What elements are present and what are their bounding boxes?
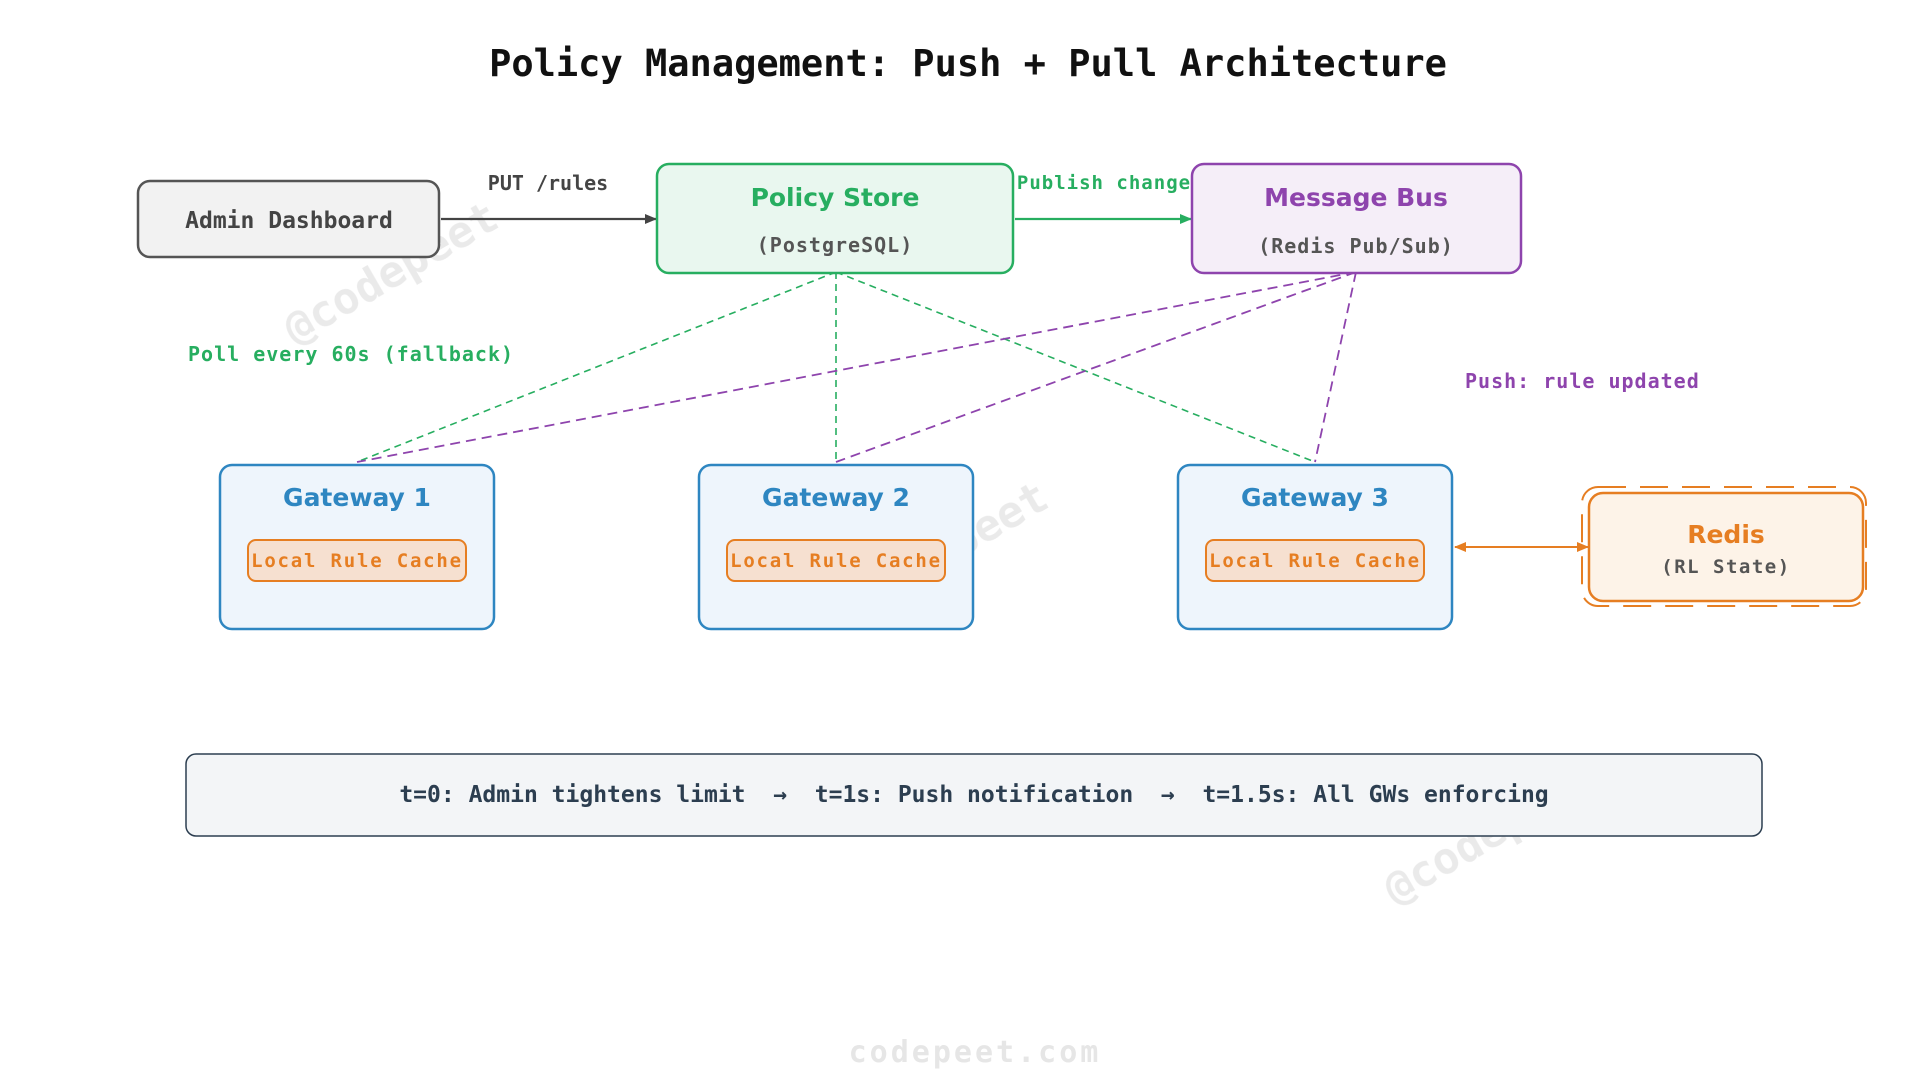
gateway-3-label: Gateway 3 [1241, 483, 1389, 512]
poll-label: Poll every 60s (fallback) [188, 342, 514, 366]
gateway-2-cache-label: Local Rule Cache [730, 550, 942, 572]
gateway-2-cache-box [726, 539, 946, 582]
gateway-1-cache-label: Local Rule Cache [251, 550, 463, 572]
push-line-gateway-2 [835, 271, 1357, 463]
gateway-2-node: Gateway 2 Local Rule Cache [697, 463, 975, 631]
push-lines [356, 271, 1357, 463]
policy-store-sub: (PostgreSQL) [757, 233, 914, 257]
gateway-3-cache-label: Local Rule Cache [1209, 550, 1421, 572]
message-bus-label: Message Bus [1264, 183, 1448, 212]
redis-dashed-outline [1581, 486, 1867, 607]
redis-sub: (RL State) [1661, 556, 1790, 578]
message-bus-node: Message Bus (Redis Pub/Sub) [1190, 162, 1523, 275]
admin-dashboard-label: Admin Dashboard [185, 208, 393, 234]
gateway-3-cache-box [1205, 539, 1425, 582]
footer-brand: codepeet.com [849, 1035, 1102, 1070]
push-line-gateway-3 [1314, 271, 1357, 463]
poll-line-gateway-3 [835, 271, 1316, 463]
publish-change-label: Publish change [1017, 172, 1191, 194]
policy-store-label: Policy Store [751, 183, 920, 212]
redis-label: Redis [1687, 520, 1765, 549]
policy-store-node: Policy Store (PostgreSQL) [655, 162, 1015, 275]
gateway-3-node: Gateway 3 Local Rule Cache [1176, 463, 1454, 631]
gateway-1-node: Gateway 1 Local Rule Cache [218, 463, 496, 631]
gateway-2-label: Gateway 2 [762, 483, 910, 512]
push-label: Push: rule updated [1465, 369, 1700, 393]
message-bus-sub: (Redis Pub/Sub) [1258, 234, 1454, 258]
gateway-1-label: Gateway 1 [283, 483, 431, 512]
gateway-1-cache-box [247, 539, 467, 582]
timeline-text: t=0: Admin tightens limit → t=1s: Push n… [399, 782, 1548, 808]
redis-node: Redis (RL State) [1581, 486, 1867, 607]
poll-lines [356, 271, 1316, 463]
diagram-title: Policy Management: Push + Pull Architect… [489, 42, 1447, 85]
push-line-gateway-1 [356, 271, 1357, 463]
put-rules-label: PUT /rules [488, 171, 608, 195]
admin-dashboard-node: Admin Dashboard [136, 179, 441, 259]
poll-line-gateway-1 [356, 271, 837, 463]
timeline-banner: t=0: Admin tightens limit → t=1s: Push n… [185, 753, 1763, 837]
